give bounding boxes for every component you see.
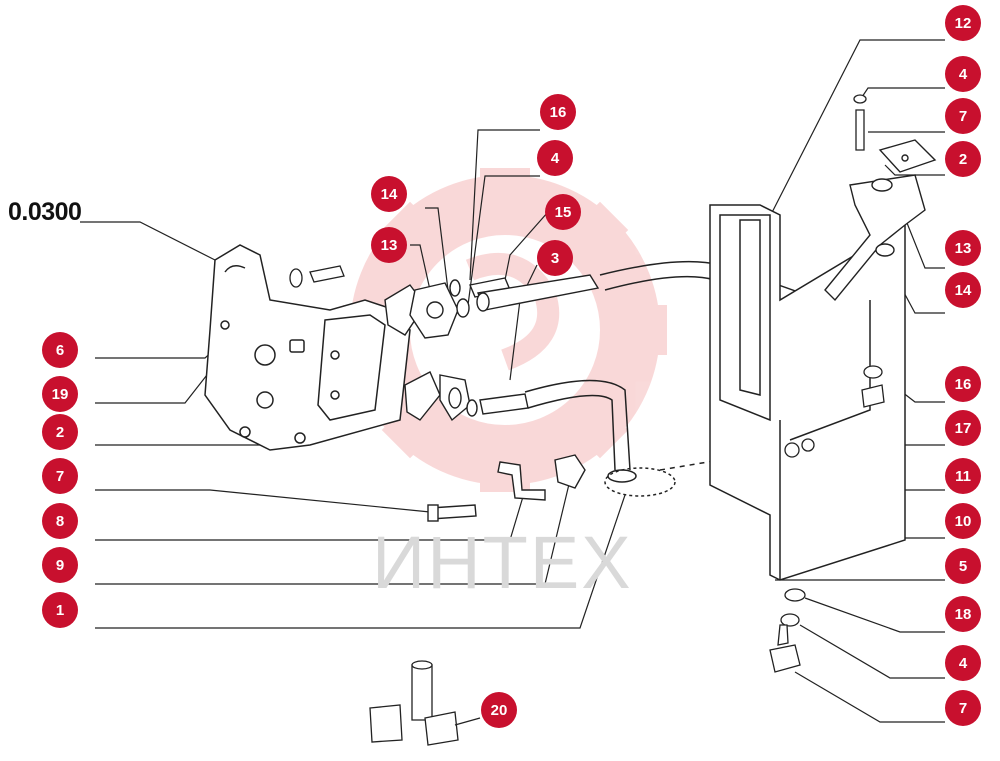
callout-16-right[interactable]: 16 <box>945 366 981 402</box>
callout-11[interactable]: 11 <box>945 458 981 494</box>
callout-16-middle[interactable]: 16 <box>540 94 576 130</box>
callout-13-right[interactable]: 13 <box>945 230 981 266</box>
callout-1[interactable]: 1 <box>42 592 78 628</box>
callout-2-left[interactable]: 2 <box>42 414 78 450</box>
callout-12[interactable]: 12 <box>945 5 981 41</box>
callout-4-middle[interactable]: 4 <box>537 140 573 176</box>
callout-2-right[interactable]: 2 <box>945 141 981 177</box>
callout-4-top[interactable]: 4 <box>945 56 981 92</box>
lower-flange-assembly <box>404 371 529 422</box>
callout-13-middle[interactable]: 13 <box>371 227 407 263</box>
callout-4-bottom[interactable]: 4 <box>945 645 981 681</box>
watermark-text: ИНТЕХ <box>372 521 633 604</box>
callout-17[interactable]: 17 <box>945 410 981 446</box>
callout-19[interactable]: 19 <box>42 376 78 412</box>
callout-7-left[interactable]: 7 <box>42 458 78 494</box>
callout-8[interactable]: 8 <box>42 503 78 539</box>
part-20-sketch <box>369 660 481 746</box>
callout-18[interactable]: 18 <box>945 596 981 632</box>
mounting-bracket <box>709 204 906 581</box>
callout-3[interactable]: 3 <box>537 240 573 276</box>
pipe-clamps <box>427 454 586 522</box>
callout-14-right[interactable]: 14 <box>945 272 981 308</box>
callout-7-top[interactable]: 7 <box>945 98 981 134</box>
pump-fitting-bolt <box>289 265 345 288</box>
diagram-code-label: 0.0300 <box>8 198 82 226</box>
pump-housing <box>204 244 411 451</box>
bracket-arm <box>824 139 937 302</box>
callout-5[interactable]: 5 <box>945 548 981 584</box>
callout-7-bottom[interactable]: 7 <box>945 690 981 726</box>
bracket-fasteners <box>769 94 885 673</box>
callout-10[interactable]: 10 <box>945 503 981 539</box>
callout-15[interactable]: 15 <box>545 194 581 230</box>
upper-flange-assembly <box>384 274 600 339</box>
callout-14-middle[interactable]: 14 <box>371 176 407 212</box>
callout-20[interactable]: 20 <box>481 692 517 728</box>
callout-6[interactable]: 6 <box>42 332 78 368</box>
callout-9[interactable]: 9 <box>42 547 78 583</box>
